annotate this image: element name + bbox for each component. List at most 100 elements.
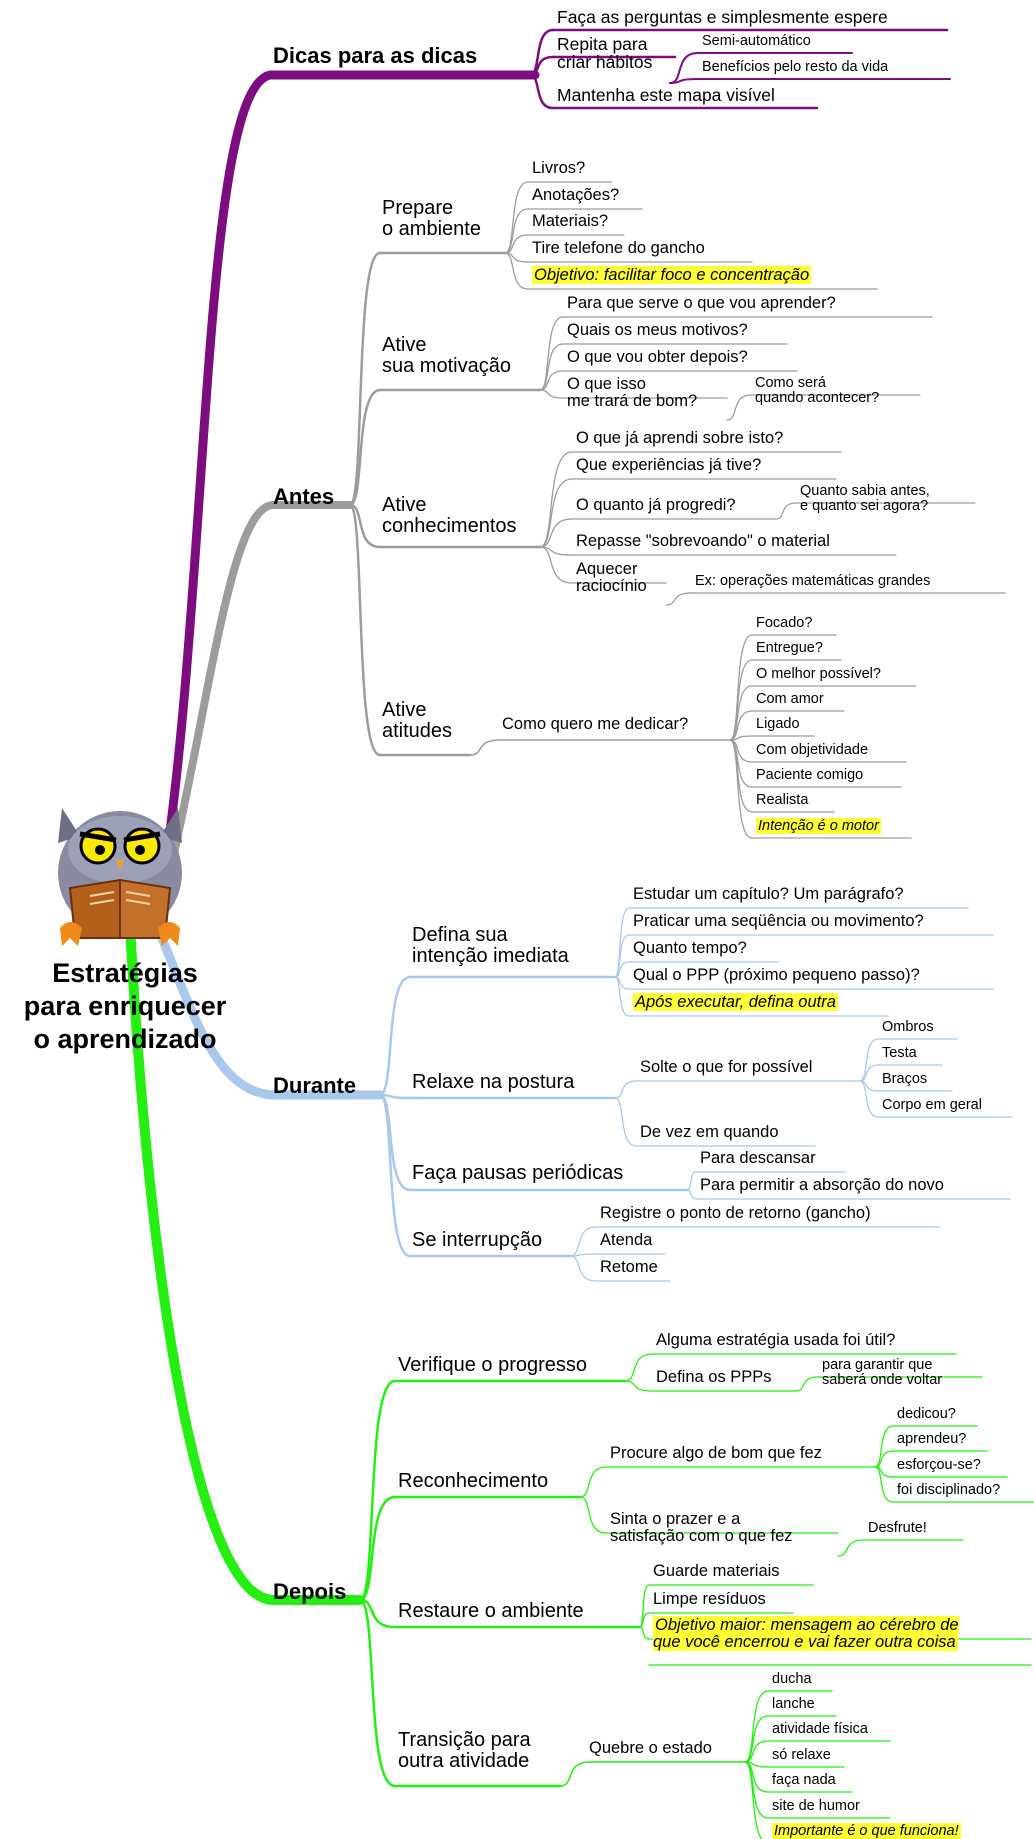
reconhecimento-item: dedicou? <box>897 1406 956 1422</box>
connector-line <box>744 1761 763 1839</box>
restaure-item: Guarde materiais <box>653 1562 780 1580</box>
atitudes-item: Ligado <box>756 716 800 732</box>
connector-line <box>729 739 753 788</box>
verifique-item: Alguma estratégia usada foi útil? <box>656 1331 896 1349</box>
conhecimentos-item: Que experiências já tive? <box>576 456 762 474</box>
durante-pausas: Faça pausas periódicas <box>412 1162 624 1184</box>
relaxe-item: Braços <box>882 1071 928 1087</box>
branch-depois: Depois <box>273 1579 347 1604</box>
relaxe-sub: De vez em quando <box>640 1123 779 1141</box>
dicas-item: Faça as perguntas e simplesmente espere <box>557 7 888 27</box>
connector-line <box>795 1376 819 1392</box>
depois-reconhecimento: Reconhecimento <box>398 1470 549 1492</box>
highlight-text: Intenção é o motor <box>756 818 881 834</box>
atitudes-sub: Como quero me dedicar? <box>502 715 689 733</box>
motivacao-item: O que vou obter depois? <box>567 348 748 366</box>
connector-line <box>687 1189 697 1200</box>
connector-line <box>539 451 573 548</box>
connector-line <box>348 503 382 757</box>
connector-line <box>504 252 529 290</box>
motivacao-item: O que isso me trará de bom? <box>567 375 698 411</box>
depois-verifique: Verifique o progresso <box>398 1354 588 1376</box>
central-topic: Estratégias para enriquecer o aprendizad… <box>23 958 227 1054</box>
durante-intencao: Defina sua intenção imediata <box>412 924 569 967</box>
conhecimentos-subitem: Quanto sabia antes, e quanto sei agora? <box>800 483 930 515</box>
prep-item: Livros? <box>532 159 586 177</box>
reconhecimento-item: foi disciplinado? <box>897 1482 1001 1498</box>
connector-line <box>614 1080 637 1099</box>
transicao-item: lanche <box>772 1696 815 1712</box>
reconhecimento-sub: Procure algo de bom que fez <box>610 1444 822 1462</box>
connector-line <box>837 1539 865 1557</box>
atitudes-item: Com amor <box>756 691 824 707</box>
dicas-subitem: Benefícios pelo resto da vida <box>702 59 889 75</box>
connector-line <box>504 234 529 254</box>
transicao-sub: Quebre o estado <box>589 1739 712 1757</box>
connector-line <box>744 1715 769 1763</box>
connector-line <box>155 70 540 905</box>
depois-transicao: Transição para outra atividade <box>398 1729 531 1772</box>
dicas-item: Repita para criar hábitos <box>557 34 653 73</box>
connector-line <box>859 1038 879 1082</box>
motivacao-item: Para que serve o que vou aprender? <box>567 294 836 312</box>
prep-item: Anotações? <box>532 186 620 204</box>
atitudes-item: Intenção é o motor <box>756 818 881 834</box>
branch-dicas: Dicas para as dicas <box>273 43 478 68</box>
connector-line <box>348 388 382 507</box>
reconhecimento-item: esforçou-se? <box>897 1457 981 1473</box>
connector-line <box>559 1761 591 1787</box>
connector-line <box>358 1495 397 1602</box>
motivacao-item: Quais os meus motivos? <box>567 321 748 339</box>
connector-line <box>145 905 385 1100</box>
connector-line <box>614 934 630 978</box>
motivacao-subitem: Como será quando acontecer? <box>755 375 880 407</box>
connector-line <box>729 685 753 741</box>
connector-line <box>539 478 573 548</box>
connector-line <box>539 518 573 548</box>
intencao-item: Qual o PPP (próximo pequeno passo)? <box>633 966 920 984</box>
connector-line <box>744 1740 769 1763</box>
transicao-item: atividade física <box>772 1721 868 1737</box>
connector-line <box>874 1450 894 1468</box>
connector-line <box>358 1598 397 1629</box>
transicao-item: site de humor <box>772 1798 860 1814</box>
connector-line <box>569 1255 597 1282</box>
transicao-item: ducha <box>772 1671 812 1687</box>
connector-line <box>614 961 630 978</box>
connector-line <box>378 1093 412 1192</box>
connector-line <box>579 1466 607 1498</box>
connector-line <box>687 1171 697 1191</box>
connector-line <box>859 1064 879 1082</box>
verifique-subitem: para garantir que saberá onde voltar <box>822 1357 943 1389</box>
conhecimentos-item: O que já aprendi sobre isto? <box>576 429 784 447</box>
atitudes-item: Entregue? <box>756 640 823 656</box>
connector-line <box>358 1598 397 1788</box>
connector-line <box>504 208 529 254</box>
transicao-item: Importante é o que funciona! <box>772 1823 961 1839</box>
antes-atitudes: Ative atitudes <box>382 699 453 742</box>
conhecimentos-item: Repasse "sobrevoando" o material <box>576 532 830 550</box>
intencao-item: Quanto tempo? <box>633 939 747 957</box>
atitudes-item: Focado? <box>756 615 813 631</box>
depois-restaure: Restaure o ambiente <box>398 1600 584 1622</box>
dicas-subitem: Semi-automático <box>702 33 811 49</box>
durante-relaxe: Relaxe na postura <box>412 1071 575 1093</box>
connector-line <box>859 1080 879 1118</box>
connector-line <box>669 78 699 84</box>
interrupcao-item: Registre o ponto de retorno (gancho) <box>600 1204 871 1222</box>
relaxe-item: Testa <box>882 1045 917 1061</box>
connector-line <box>348 503 382 549</box>
branch-durante: Durante <box>273 1073 357 1098</box>
atitudes-item: Realista <box>756 792 809 808</box>
connector-line <box>539 546 573 584</box>
prep-item: Objetivo: facilitar foco e concentração <box>532 266 812 284</box>
intencao-item: Praticar uma seqüência ou movimento? <box>633 912 924 930</box>
connector-line <box>378 1093 412 1258</box>
connector-line <box>539 343 564 391</box>
atitudes-item: Paciente comigo <box>756 767 864 783</box>
restaure-item: Objetivo maior: mensagem ao cérebro de q… <box>653 1616 959 1652</box>
pausas-item: Para descansar <box>700 1149 816 1167</box>
reconhecimento-subitem: Desfrute! <box>868 1520 927 1536</box>
dicas-item: Mantenha este mapa visível <box>557 85 775 105</box>
